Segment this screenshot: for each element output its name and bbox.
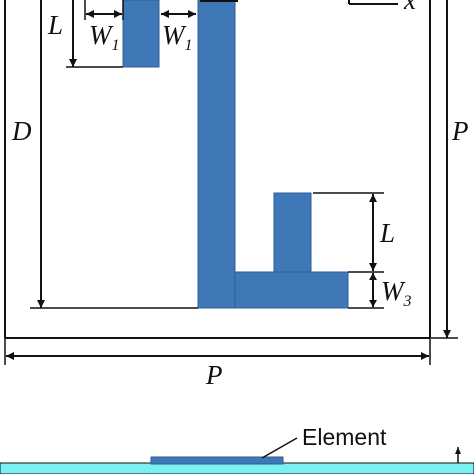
w1-right-label: W — [162, 20, 187, 50]
dimension-l-top: L — [47, 0, 123, 68]
patch-main-strip — [197, 0, 236, 309]
side-view: Element — [0, 424, 474, 474]
unit-cell-boundary — [4, 0, 431, 339]
dimension-l-right: L — [313, 192, 395, 271]
l-top-label: L — [47, 10, 63, 40]
w1-right-sub: 1 — [185, 37, 193, 54]
w1-left-label: W — [89, 20, 114, 50]
dimension-w1-left: W1 — [84, 0, 124, 54]
patch-left-stub — [122, 0, 160, 68]
l-right-label: L — [379, 218, 395, 248]
dimension-w1-right: W1 — [161, 10, 196, 54]
patch-right-stub — [273, 192, 312, 273]
d-label: D — [11, 116, 32, 146]
dimension-d: D — [11, 0, 198, 309]
dimension-w3: W3 — [348, 271, 412, 310]
w3-label: W — [381, 276, 406, 306]
element-strip — [150, 456, 284, 465]
p-bottom-label: P — [205, 360, 223, 390]
axis-indicator: x — [348, 0, 416, 15]
svg-text:W1: W1 — [89, 20, 120, 54]
w1-left-sub: 1 — [112, 37, 120, 54]
dimension-p-bottom: P — [4, 338, 431, 390]
svg-text:W3: W3 — [381, 276, 412, 310]
element-label: Element — [302, 424, 387, 450]
dimension-p-right: P — [431, 0, 469, 339]
p-right-label: P — [451, 116, 469, 146]
patch-bottom-arm — [234, 271, 349, 309]
svg-text:W1: W1 — [162, 20, 193, 54]
x-axis-label: x — [403, 0, 416, 15]
substrate-layer — [0, 462, 474, 474]
element-leader-line — [261, 437, 298, 459]
w3-sub: 3 — [403, 293, 412, 310]
